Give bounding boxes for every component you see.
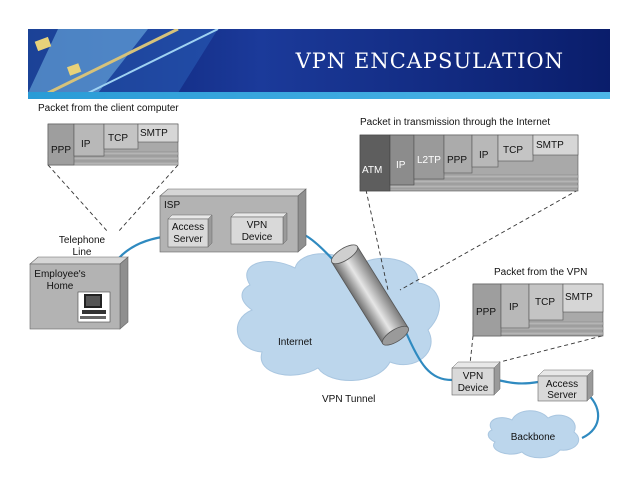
remote-access-server-line1: Access xyxy=(546,379,578,390)
isp-access-server: Access Server xyxy=(167,214,213,248)
vpn-packet-caption: Packet from the VPN xyxy=(494,267,587,278)
projection-lines xyxy=(47,164,603,365)
telephone-line-label-2: Line xyxy=(73,247,92,258)
banner-stripe xyxy=(28,92,610,99)
backbone-label: Backbone xyxy=(511,432,556,443)
vpn-layer-ppp: PPP xyxy=(476,307,496,318)
employee-home-box: Employee's Home xyxy=(29,256,129,330)
internet-label: Internet xyxy=(278,337,312,348)
remote-vpn-device-line2: Device xyxy=(458,383,489,394)
isp-access-server-line2: Server xyxy=(173,234,203,245)
vpn-layer-tcp: TCP xyxy=(535,297,555,308)
vpn-layer-smtp: SMTP xyxy=(565,292,593,303)
internet-layer-smtp: SMTP xyxy=(536,140,564,151)
vpn-tunnel-label: VPN Tunnel xyxy=(322,394,375,405)
remote-access-server-line2: Server xyxy=(547,390,577,401)
home-label-line1: Employee's xyxy=(34,269,85,280)
internet-packet: ATM IP L2TP PPP IP TCP SMTP xyxy=(359,134,579,192)
internet-layer-ppp: PPP xyxy=(447,155,467,166)
isp-vpn-device: VPN Device xyxy=(230,212,288,245)
backbone-cloud xyxy=(487,410,580,459)
client-layer-smtp: SMTP xyxy=(140,128,168,139)
remote-access-server: Access Server xyxy=(537,369,594,402)
banner-decoration xyxy=(28,29,219,93)
internet-layer-l2tp: L2TP xyxy=(417,155,441,166)
client-packet: PPP IP TCP SMTP xyxy=(47,123,179,166)
client-layer-tcp: TCP xyxy=(108,133,128,144)
vpn-tunnel xyxy=(331,244,409,346)
isp-label: ISP xyxy=(164,200,180,211)
vpn-packet: PPP IP TCP SMTP xyxy=(472,283,604,337)
internet-layer-ip: IP xyxy=(479,150,489,161)
remote-vpn-device-line1: VPN xyxy=(463,371,484,382)
isp-vpn-device-line1: VPN xyxy=(247,220,268,231)
internet-packet-caption: Packet in transmission through the Inter… xyxy=(360,117,550,128)
isp-vpn-device-line2: Device xyxy=(242,232,273,243)
internet-layer-atm: ATM xyxy=(362,165,382,176)
client-layer-ppp: PPP xyxy=(51,145,71,156)
title-banner: VPN ENCAPSULATION xyxy=(28,29,610,93)
client-packet-caption: Packet from the client computer xyxy=(38,103,179,114)
computer-icon xyxy=(77,291,111,323)
internet-layer-tcp: TCP xyxy=(503,145,523,156)
client-layer-ip: IP xyxy=(81,139,91,150)
vpn-layer-ip: IP xyxy=(509,302,519,313)
telephone-line-label-1: Telephone xyxy=(59,235,106,246)
internet-cloud xyxy=(236,253,440,381)
internet-layer-ip-outer: IP xyxy=(396,160,406,171)
remote-vpn-device: VPN Device xyxy=(451,361,501,396)
page-title: VPN ENCAPSULATION xyxy=(295,49,564,73)
home-label-line2: Home xyxy=(47,281,74,292)
isp-access-server-line1: Access xyxy=(172,222,204,233)
